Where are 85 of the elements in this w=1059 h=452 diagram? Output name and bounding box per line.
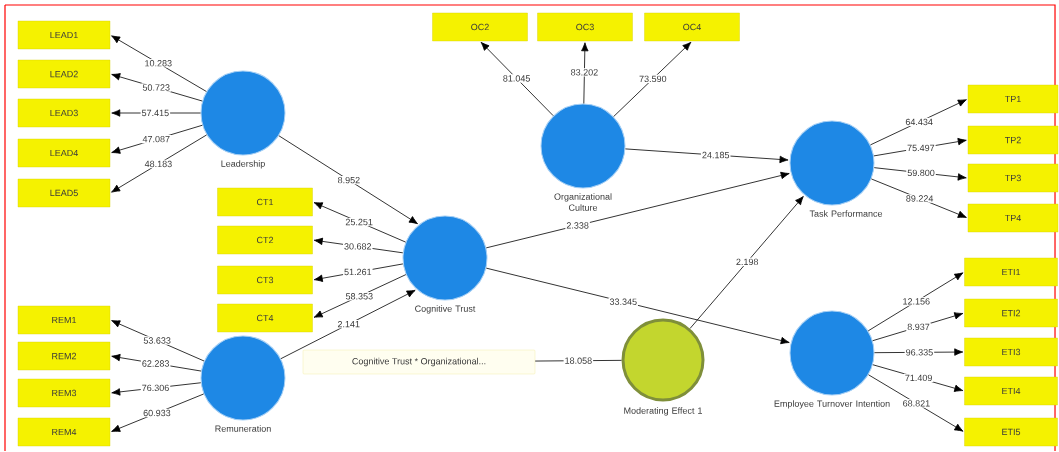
indicator-box: CT1 <box>217 187 313 217</box>
construct-label: Leadership <box>221 160 265 169</box>
indicator-box: OC2 <box>432 12 528 42</box>
indicator-box: REM2 <box>17 341 111 371</box>
construct-label: Moderating Effect 1 <box>624 407 702 416</box>
path-coefficient: 83.202 <box>569 68 600 77</box>
path-arrow <box>485 171 790 249</box>
construct-label: Organizational Culture <box>554 193 612 211</box>
indicator-box: TP3 <box>967 163 1059 193</box>
path-coefficient: 8.937 <box>906 322 931 332</box>
indicator-box: OC4 <box>644 12 740 42</box>
path-coefficient: 25.251 <box>344 217 374 227</box>
indicator-box: LEAD2 <box>17 59 111 89</box>
path-arrow <box>111 134 207 193</box>
path-coefficient: 18.058 <box>563 356 594 365</box>
path-arrow <box>625 148 789 164</box>
path-coefficient: 47.087 <box>141 134 171 144</box>
path-coefficient: 60.933 <box>142 408 172 418</box>
path-arrow <box>111 35 207 92</box>
construct-label: Employee Turnover Intention <box>774 400 890 409</box>
path-coefficient: 96.335 <box>904 348 935 357</box>
path-coefficient: 58.353 <box>344 292 375 301</box>
path-arrow <box>280 289 416 360</box>
path-arrow <box>111 393 205 432</box>
path-coefficient: 33.345 <box>608 297 639 306</box>
path-coefficient: 48.183 <box>143 159 174 169</box>
path-coefficient: 76.306 <box>140 383 171 393</box>
path-coefficient: 2.141 <box>336 320 361 329</box>
path-coefficient: 89.224 <box>904 194 935 203</box>
path-coefficient: 30.682 <box>343 242 373 251</box>
indicator-box: ETI2 <box>964 298 1058 328</box>
path-arrow <box>581 42 589 104</box>
path-arrow <box>867 272 964 332</box>
path-arrow <box>313 202 406 243</box>
indicator-box: TP2 <box>967 125 1059 155</box>
construct-label: Remuneration <box>215 425 271 432</box>
path-coefficient: 53.633 <box>142 336 172 345</box>
construct-label: Cognitive Trust <box>415 305 476 314</box>
indicator-box: TP4 <box>967 203 1059 233</box>
path-coefficient: 62.283 <box>140 359 171 368</box>
indicator-box: CT4 <box>217 303 313 333</box>
path-coefficient: 71.409 <box>903 373 934 383</box>
indicator-box: ETI4 <box>964 376 1058 406</box>
path-arrow <box>480 41 554 117</box>
path-coefficient: 2.338 <box>565 221 590 230</box>
indicator-box: REM1 <box>17 305 111 335</box>
path-arrow <box>870 99 967 146</box>
path-coefficient: 10.283 <box>143 59 174 68</box>
path-coefficient: 81.045 <box>501 74 532 83</box>
path-arrow <box>485 267 790 345</box>
indicator-box: REM3 <box>17 378 111 408</box>
indicator-box: ETI5 <box>964 417 1058 447</box>
path-coefficient: 68.821 <box>901 399 932 408</box>
path-arrow <box>313 274 407 318</box>
indicator-box: LEAD1 <box>17 20 111 50</box>
path-coefficient: 64.434 <box>904 117 934 127</box>
indicator-box: LEAD5 <box>17 178 111 208</box>
path-coefficient: 51.261 <box>343 267 373 277</box>
path-arrow <box>278 135 418 225</box>
path-coefficient: 59.800 <box>906 168 936 177</box>
indicator-box: LEAD3 <box>17 98 111 128</box>
path-coefficient: 50.723 <box>141 83 171 92</box>
indicator-box: OC3 <box>537 12 633 42</box>
indicator-box: LEAD4 <box>17 138 111 168</box>
path-coefficient: 75.497 <box>906 143 936 153</box>
path-arrow <box>613 41 692 117</box>
path-coefficient: 8.952 <box>336 175 362 185</box>
path-arrow <box>868 374 964 432</box>
path-coefficient: 57.415 <box>140 108 171 118</box>
path-coefficient: 12.156 <box>901 297 932 306</box>
indicator-box: REM4 <box>17 417 111 447</box>
construct-label: Task Performance <box>809 210 883 217</box>
path-coefficient: 73.590 <box>638 74 668 84</box>
indicator-box: ETI1 <box>964 257 1058 287</box>
path-arrow <box>111 320 205 362</box>
path-arrow <box>871 178 967 218</box>
path-arrow <box>689 196 804 329</box>
interaction-box: Cognitive Trust * Organizational... <box>302 349 536 375</box>
indicator-box: CT3 <box>217 265 313 295</box>
path-coefficient: 2.198 <box>734 257 760 267</box>
indicator-box: TP1 <box>967 84 1059 114</box>
path-arrow <box>111 124 203 154</box>
indicator-box: ETI3 <box>964 337 1058 367</box>
indicator-box: CT2 <box>217 225 313 255</box>
path-coefficient: 24.185 <box>700 150 731 160</box>
